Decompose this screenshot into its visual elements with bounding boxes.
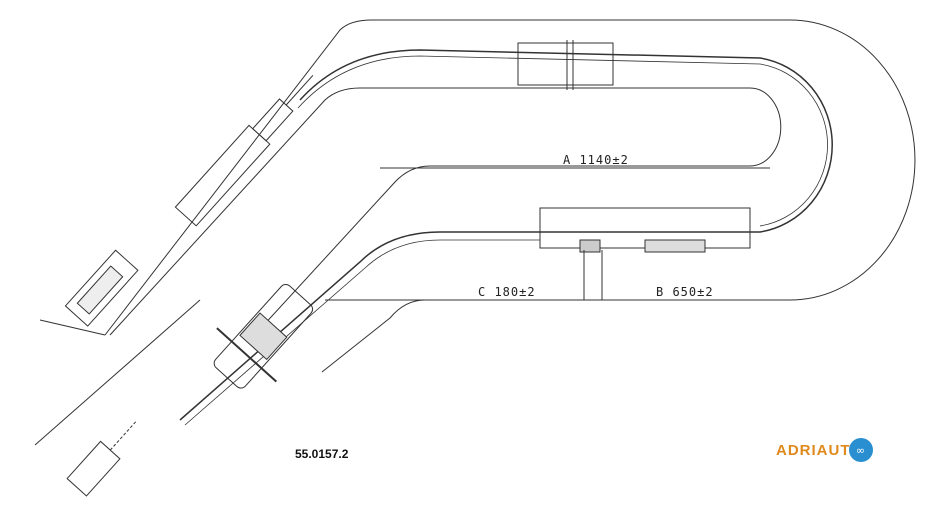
top-sleeve [517,42,614,86]
logo-text: ADRIAUT [776,441,851,459]
outer-contour [104,19,916,373]
top-end-clevis [64,249,139,327]
cable-top [299,49,833,233]
logo-circle-icon: ∞ [848,438,873,462]
top-end-fitting [174,74,314,227]
inner-contour [109,87,782,341]
brand-logo: ADRIAUT ∞ [776,438,873,462]
long-dim-line [34,299,201,446]
dimension-c-label: C 180±2 [478,285,536,299]
cable-bottom [179,231,540,421]
part-number: 55.0157.2 [295,447,349,461]
dimension-a-label: A 1140±2 [563,153,629,167]
bottom-end-clevis [66,420,138,497]
dimension-b-label: B 650±2 [656,285,714,299]
cable-bottom-inner [184,239,540,426]
bottom-end-fitting [213,284,314,389]
cable-top-inner [297,55,828,227]
